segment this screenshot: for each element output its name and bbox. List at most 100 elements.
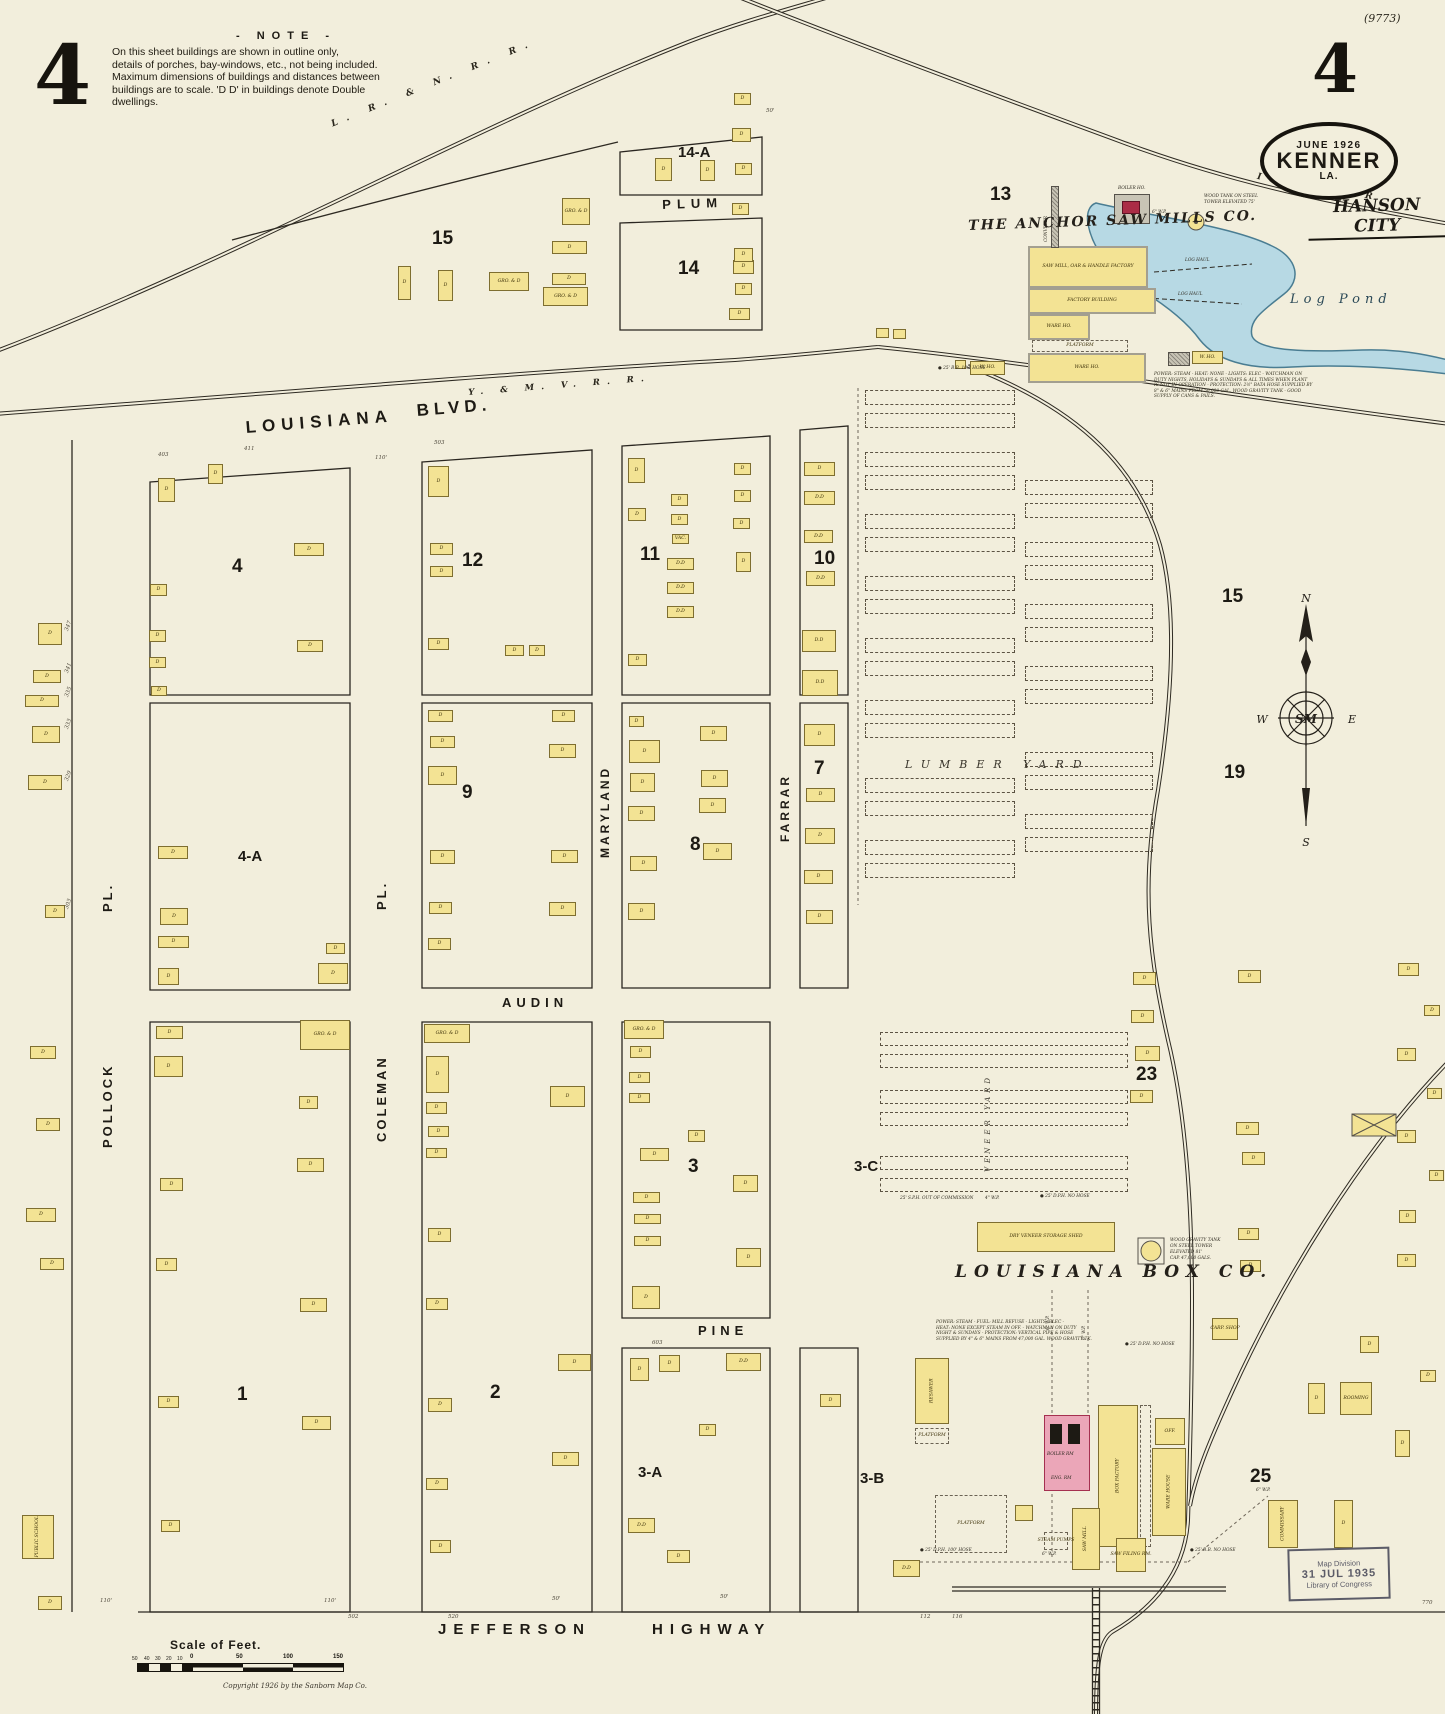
building-label: PUBLIC SCHOOL	[35, 1516, 41, 1558]
building-label: D	[39, 1212, 43, 1218]
building-d-d: D.D	[804, 530, 833, 543]
building-label: D	[639, 908, 644, 914]
map-annotation: 50'	[766, 108, 775, 114]
city-block-outline	[619, 136, 763, 196]
building-label: D	[512, 647, 517, 653]
map-annotation: 50'	[720, 1594, 729, 1600]
building-label: VAC.	[674, 536, 687, 542]
street-label-maryland: MARYLAND	[598, 765, 612, 858]
veneer-stack	[880, 1054, 1128, 1068]
building-label: D	[166, 1399, 171, 1405]
building-label: D	[818, 833, 822, 839]
building-platform: PLATFORM	[935, 1495, 1007, 1553]
building-d: D	[529, 645, 545, 656]
building-label: D	[41, 1049, 45, 1055]
building-vac-: VAC.	[672, 534, 689, 544]
block-number-10: 10	[814, 548, 836, 569]
building-label: D	[1367, 1341, 1372, 1347]
note-title: - NOTE -	[236, 30, 336, 42]
lumber-stack	[1025, 627, 1153, 642]
map-annotation: 411	[244, 446, 255, 452]
building-d: D	[38, 1596, 62, 1610]
building-d: D	[552, 273, 586, 285]
block-number-2: 2	[490, 1382, 501, 1403]
block-number-19: 19	[1224, 762, 1246, 783]
building-label: D	[645, 1238, 650, 1244]
map-annotation: 503	[434, 440, 445, 446]
building-d: D	[294, 543, 324, 556]
building-d: D	[634, 1236, 661, 1246]
building-label: D	[443, 282, 448, 288]
building-d: D	[630, 1046, 651, 1058]
city-block-outline	[421, 702, 593, 989]
building-label: D	[638, 1049, 643, 1055]
building-label: D	[166, 1063, 171, 1069]
building-label: D	[661, 166, 666, 172]
building-label: D	[169, 1181, 174, 1187]
building-d: D	[1360, 1336, 1379, 1353]
map-annotation: 110'	[375, 455, 388, 461]
building-label: D	[817, 914, 822, 920]
building-label: D.D	[816, 575, 825, 581]
building-label: D.D	[815, 495, 824, 501]
street-label-pollock: POLLOCK	[100, 1063, 115, 1148]
block-number-9: 9	[462, 782, 473, 803]
note-line: DUTY NIGHTS, HOLIDAYS & SUNDAYS & ALL TI…	[1154, 377, 1308, 383]
building-d: D	[1424, 1005, 1440, 1016]
building-label: D	[314, 1420, 319, 1426]
building-label: D	[741, 559, 746, 565]
map-marker: 25' S.P.H. OUT OF COMMISSION	[900, 1196, 974, 1201]
building-d: D	[160, 908, 188, 925]
building-d: D	[735, 163, 752, 175]
building-d-d: D.D	[628, 1518, 655, 1533]
building-d: D	[1397, 1130, 1416, 1143]
building-resawer: RESAWER	[915, 1358, 949, 1424]
building-d: D	[732, 203, 749, 215]
building-label: D.D	[637, 1522, 646, 1528]
map-marker: 4" W.P.	[985, 1196, 1000, 1201]
veneer-stack	[880, 1032, 1128, 1046]
block-number-1: 1	[237, 1384, 248, 1405]
louisiana-box-co-title: LOUISIANA BOX CO.	[955, 1262, 1274, 1282]
tram-ladder	[1091, 1588, 1101, 1714]
veneer-yard-label: VENEER YARD	[984, 1073, 992, 1172]
building-d: D	[505, 645, 524, 656]
building-label: D	[1341, 1521, 1346, 1527]
building-label: D	[437, 941, 442, 947]
building-label: D	[168, 1523, 173, 1529]
building-label: D	[435, 1071, 440, 1077]
building-d-d: D.D	[804, 491, 835, 505]
lumber-stack	[865, 413, 1015, 428]
building-d: D	[208, 464, 223, 484]
building-label: D	[667, 1360, 672, 1366]
building-label: D	[1426, 1373, 1430, 1379]
building-box-factory: BOX FACTORY	[1098, 1405, 1138, 1547]
note-line: POWER: STEAM - FUEL: MILL REFUSE - LIGHT…	[936, 1320, 1065, 1325]
lumber-stack	[865, 700, 1015, 715]
building-d: D	[1334, 1500, 1353, 1548]
city-block-outline	[619, 217, 763, 331]
building-d: D	[735, 283, 752, 295]
scale-tick: 30	[155, 1656, 161, 1662]
building-label: D	[828, 1397, 833, 1403]
building-label: D	[560, 906, 565, 912]
building-label: D	[1142, 975, 1147, 981]
building-saw-filing-rm-: SAW FILING RM.	[1110, 1538, 1152, 1572]
scale-tick: 0	[190, 1654, 194, 1660]
building-gro-d: GRO. & D	[300, 1020, 350, 1050]
scale-tick: 150	[333, 1654, 344, 1660]
building-d: D	[733, 518, 750, 529]
building-d: D	[438, 270, 453, 301]
map-annotation: 116	[952, 1614, 963, 1620]
building-d: D	[806, 910, 833, 924]
map-marker: LOG HAUL	[1185, 258, 1210, 263]
lumber-stack	[1025, 604, 1153, 619]
building-d: D	[820, 1394, 841, 1407]
building-label: D	[307, 546, 311, 552]
scale-tick: 20	[166, 1656, 172, 1662]
building-ware-ho-: WARE HO.	[1028, 353, 1146, 383]
building-label: W. HO.	[1199, 354, 1216, 360]
block-number-14-a: 14-A	[678, 144, 711, 161]
building-label: D	[644, 1294, 648, 1300]
building-label: D	[435, 1301, 439, 1307]
